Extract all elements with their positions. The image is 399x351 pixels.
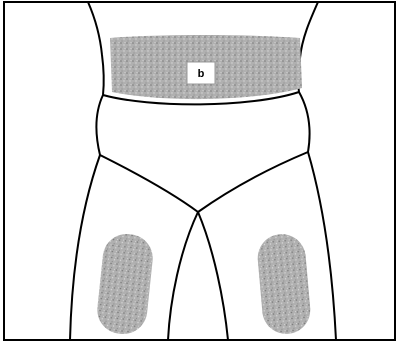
site-label: b — [198, 68, 205, 80]
